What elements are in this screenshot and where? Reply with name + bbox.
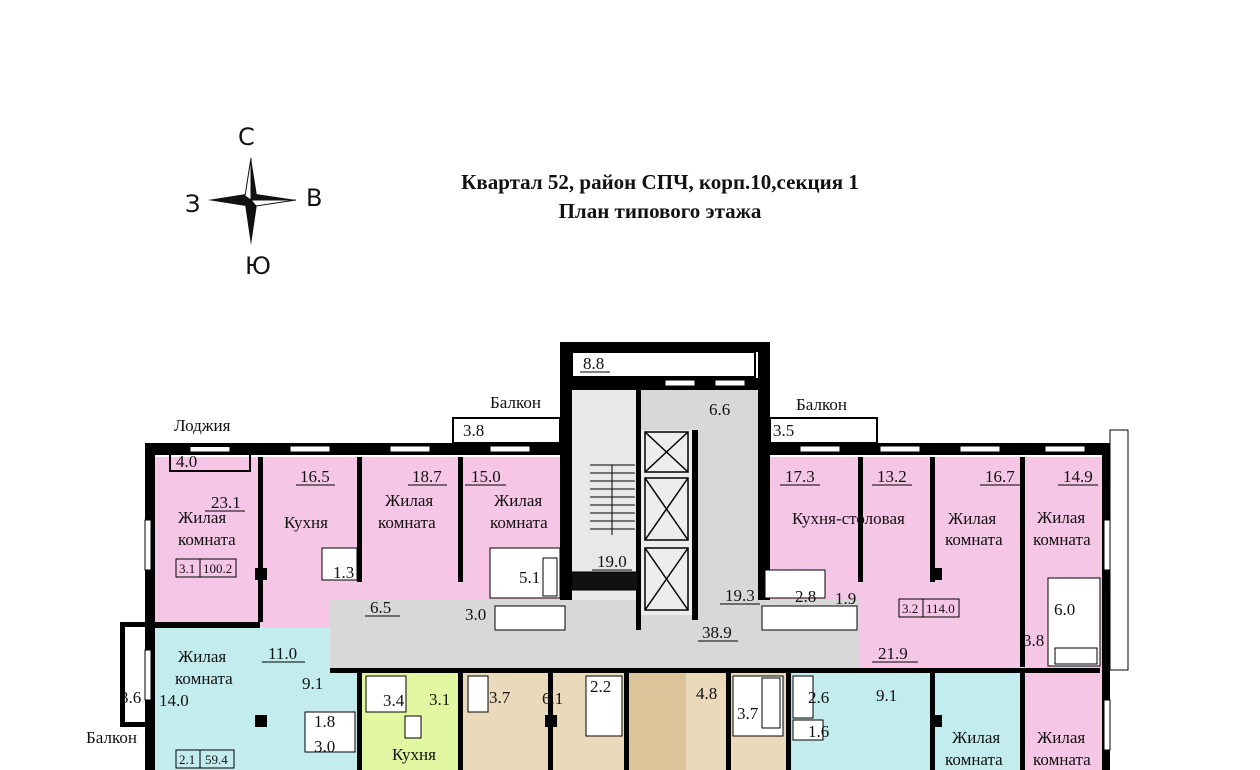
svg-text:5.1: 5.1	[519, 568, 540, 587]
compass-north-label: С	[238, 123, 255, 151]
svg-text:3.7: 3.7	[489, 688, 511, 707]
svg-text:6.1: 6.1	[542, 689, 563, 708]
svg-text:3.0: 3.0	[314, 737, 335, 756]
svg-text:14.9: 14.9	[1063, 467, 1093, 486]
svg-text:3.6: 3.6	[120, 688, 141, 707]
svg-text:38.9: 38.9	[702, 623, 732, 642]
svg-text:Жилая: Жилая	[178, 647, 226, 666]
plan-title: Квартал 52, район СПЧ, корп.10,секция 1	[461, 170, 859, 194]
svg-text:3.7: 3.7	[737, 704, 759, 723]
stair-fill	[572, 390, 638, 600]
svg-text:Жилая: Жилая	[952, 728, 1000, 747]
elevators	[644, 431, 689, 611]
svg-text:9.1: 9.1	[302, 674, 323, 693]
svg-text:1.9: 1.9	[835, 589, 856, 608]
area-values: 8.8 6.6 3.8 3.5 4.0 23.1 16.5 18.7 15.0 …	[120, 354, 1093, 756]
svg-text:17.3: 17.3	[785, 467, 815, 486]
svg-text:1.3: 1.3	[333, 563, 354, 582]
svg-text:1.6: 1.6	[808, 722, 829, 741]
svg-text:21.9: 21.9	[878, 644, 908, 663]
svg-text:3.1: 3.1	[429, 690, 450, 709]
svg-text:комната: комната	[1033, 530, 1091, 549]
compass-east-label: В	[306, 184, 323, 212]
balcony-bottom-left-label: Балкон	[86, 728, 137, 747]
living-room-1-label-a: Жилая	[178, 508, 226, 527]
svg-text:19.0: 19.0	[597, 552, 627, 571]
svg-text:6.6: 6.6	[709, 400, 730, 419]
svg-text:3.0: 3.0	[465, 605, 486, 624]
kitchen-1-label: Кухня	[284, 513, 328, 532]
svg-text:23.1: 23.1	[211, 493, 241, 512]
svg-text:4.8: 4.8	[696, 684, 717, 703]
svg-text:Жилая: Жилая	[494, 491, 542, 510]
plan-subtitle: План типового этажа	[558, 199, 762, 223]
svg-text:комната: комната	[175, 669, 233, 688]
svg-text:15.0: 15.0	[471, 467, 501, 486]
svg-text:3.4: 3.4	[383, 691, 405, 710]
svg-text:2.8: 2.8	[795, 587, 816, 606]
svg-text:3.5: 3.5	[773, 421, 794, 440]
apartment-codes: 3.1 100.2 3.2 114.0 2.1 59.4	[179, 561, 955, 767]
svg-text:комната: комната	[945, 750, 1003, 769]
svg-text:8.8: 8.8	[583, 354, 604, 373]
svg-text:9.1: 9.1	[876, 686, 897, 705]
svg-text:2.6: 2.6	[808, 688, 829, 707]
apartment-3-1-total: 100.2	[203, 561, 232, 576]
svg-text:комната: комната	[490, 513, 548, 532]
svg-text:Жилая: Жилая	[948, 509, 996, 528]
balconies	[169, 351, 1129, 671]
svg-text:16.7: 16.7	[985, 467, 1015, 486]
kitchen-dining-label: Кухня-столовая	[792, 509, 905, 528]
compass-rose-icon	[208, 157, 297, 245]
balcony-left-label: Балкон	[490, 393, 541, 412]
balcony-right-label: Балкон	[796, 395, 847, 414]
loggia-label: Лоджия	[174, 416, 231, 435]
svg-text:комната: комната	[945, 530, 1003, 549]
staircase	[571, 464, 639, 591]
svg-text:Жилая: Жилая	[1037, 508, 1085, 527]
svg-text:14.0: 14.0	[159, 691, 189, 710]
apartment-3-2-total: 114.0	[926, 601, 955, 616]
apartment-2-1-code: 2.1	[179, 752, 195, 767]
svg-text:Жилая: Жилая	[1037, 728, 1085, 747]
svg-text:6.0: 6.0	[1054, 600, 1075, 619]
svg-text:16.5: 16.5	[300, 467, 330, 486]
svg-text:2.2: 2.2	[590, 677, 611, 696]
kitchen-2-label: Кухня	[392, 745, 436, 764]
living-room-1-label-b: комната	[178, 530, 236, 549]
apartment-badges	[175, 558, 960, 769]
svg-text:11.0: 11.0	[268, 644, 297, 663]
svg-text:3.8: 3.8	[1023, 631, 1044, 650]
svg-text:13.2: 13.2	[877, 467, 907, 486]
svg-text:6.5: 6.5	[370, 598, 391, 617]
compass-south-label: Ю	[245, 252, 271, 280]
apartment-3-1-code: 3.1	[179, 561, 195, 576]
apartment-3-2-code: 3.2	[902, 601, 918, 616]
svg-text:комната: комната	[378, 513, 436, 532]
apartment-2-1-total: 59.4	[205, 752, 228, 767]
svg-text:4.0: 4.0	[176, 452, 197, 471]
bathroom-fixtures	[304, 547, 1101, 753]
compass-west-label: З	[185, 190, 201, 218]
plan-labels: Лоджия Балкон Балкон Балкон Жилая комнат…	[86, 393, 1091, 769]
svg-text:Жилая: Жилая	[385, 491, 433, 510]
svg-text:комната: комната	[1033, 750, 1091, 769]
svg-text:19.3: 19.3	[725, 586, 755, 605]
windows	[144, 379, 1111, 751]
svg-text:1.8: 1.8	[314, 712, 335, 731]
svg-text:18.7: 18.7	[412, 467, 442, 486]
svg-text:3.8: 3.8	[463, 421, 484, 440]
